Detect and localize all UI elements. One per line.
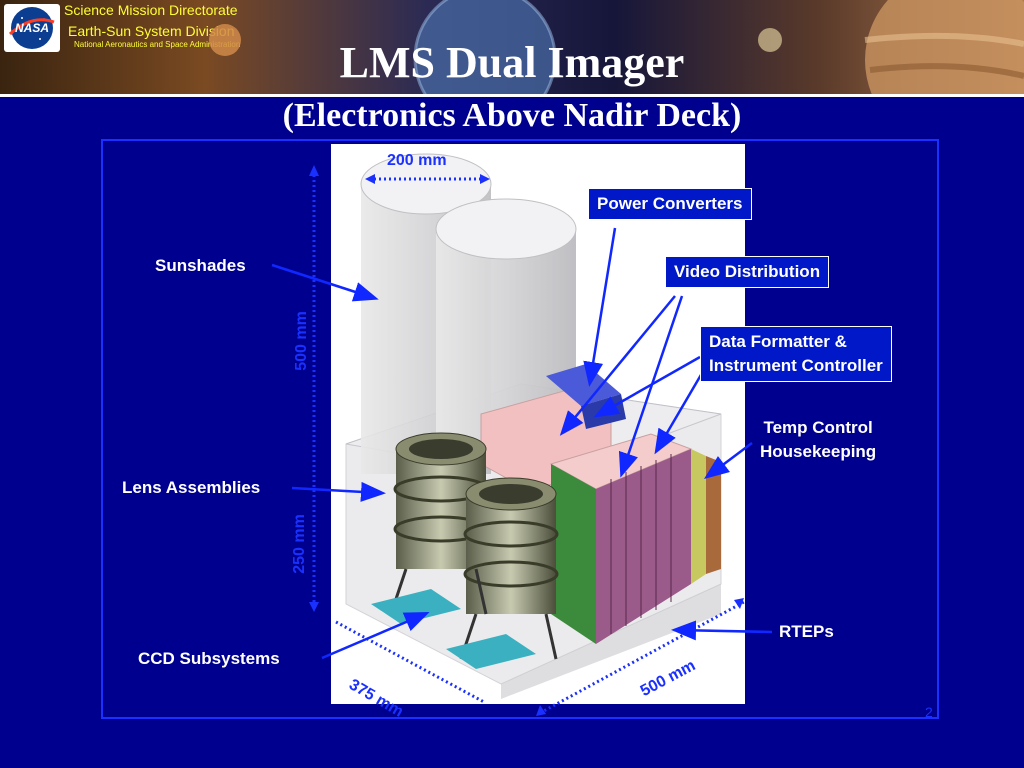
slide-title: LMS Dual Imager [339,38,685,87]
rteps-label: RTEPs [779,622,834,641]
directorate-label: Science Mission Directorate [64,2,238,18]
data-formatter-line1: Data Formatter & [709,332,847,351]
sunshades-label: Sunshades [155,256,246,275]
cad-image-panel [331,144,745,704]
dim-250mm: 250 mm [290,514,308,574]
power-converters-box: Power Converters [588,188,752,220]
ccd-subsystems-label: CCD Subsystems [138,649,280,668]
data-formatter-box: Data Formatter & Instrument Controller [700,326,892,382]
nasa-logo: NASA [4,4,60,52]
agency-label: National Aeronautics and Space Administr… [74,40,241,49]
header-divider [0,94,1024,97]
planet-decoration [209,0,1024,94]
lens-assemblies-label: Lens Assemblies [122,478,261,497]
temp-control-label: Temp Control Housekeeping [760,416,876,464]
division-label: Earth-Sun System Division [68,23,235,39]
imager-cad-drawing [345,153,722,699]
dim-200mm: 200 mm [387,152,447,169]
page-number: 2 [925,704,933,720]
diagram-frame [101,139,939,719]
dim-500mm-vertical: 500 mm [292,311,310,371]
slide-subtitle: (Electronics Above Nadir Deck) [282,97,742,134]
temp-control-line1: Temp Control [763,418,873,437]
nasa-logo-text: NASA [15,21,49,35]
data-formatter-line2: Instrument Controller [709,356,883,375]
video-distribution-box: Video Distribution [665,256,830,288]
temp-control-line2: Housekeeping [760,442,877,461]
nasa-meatball-icon: NASA [8,7,55,49]
